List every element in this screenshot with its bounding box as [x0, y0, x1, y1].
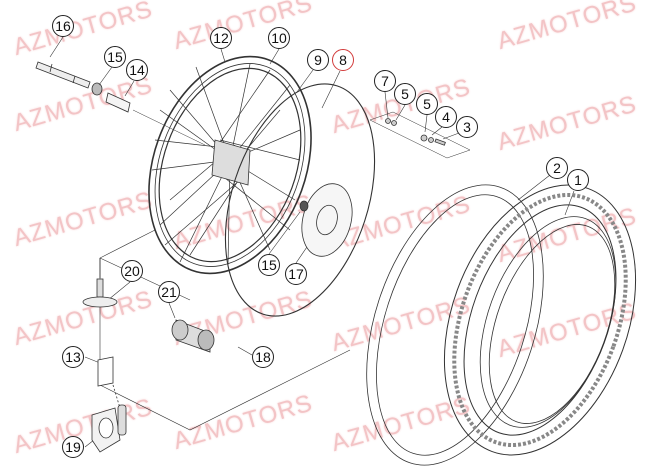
callout-bearing[interactable]: 15	[104, 46, 126, 68]
callout-spoke-set[interactable]: 10	[268, 27, 290, 49]
callout-rim-lock-pad[interactable]: 13	[62, 346, 84, 368]
axle-part	[35, 61, 91, 89]
callout-bearing[interactable]: 15	[258, 254, 280, 276]
brake-disc-part	[301, 183, 353, 257]
bearing-part	[91, 82, 103, 96]
callout-brake-disc[interactable]: 17	[285, 263, 307, 285]
callout-tire[interactable]: 1	[567, 169, 589, 191]
bearing-part-lower	[299, 200, 309, 212]
inner-tube-part	[366, 184, 544, 466]
tire-part	[443, 184, 637, 456]
callout-washer[interactable]: 4	[435, 106, 457, 128]
spoked-wheel	[148, 55, 312, 275]
callout-hub[interactable]: 21	[158, 281, 180, 303]
callout-wheel-assembly[interactable]: 18	[252, 346, 274, 368]
spacer-part	[105, 92, 131, 113]
valve-part	[82, 258, 118, 308]
callout-rim-band[interactable]: 8	[332, 49, 354, 71]
callout-spoke-nipple[interactable]: 12	[210, 27, 232, 49]
callout-axle[interactable]: 16	[52, 15, 74, 37]
callout-nut[interactable]: 5	[416, 93, 438, 115]
callout-spacer[interactable]: 7	[374, 70, 396, 92]
callout-spacer-sleeve[interactable]: 14	[126, 59, 148, 81]
callout-valve[interactable]: 20	[121, 260, 143, 282]
rim-lock-pad-part	[97, 356, 114, 387]
callout-bolt[interactable]: 3	[456, 116, 478, 138]
callout-rim-lock[interactable]: 19	[62, 436, 84, 458]
callout-inner-tube[interactable]: 2	[546, 157, 568, 179]
rim-lock-part	[91, 404, 127, 453]
rim-band-part	[224, 83, 376, 317]
callout-rim[interactable]: 9	[307, 49, 329, 71]
callout-nut[interactable]: 5	[394, 83, 416, 105]
hub-part	[171, 319, 215, 353]
